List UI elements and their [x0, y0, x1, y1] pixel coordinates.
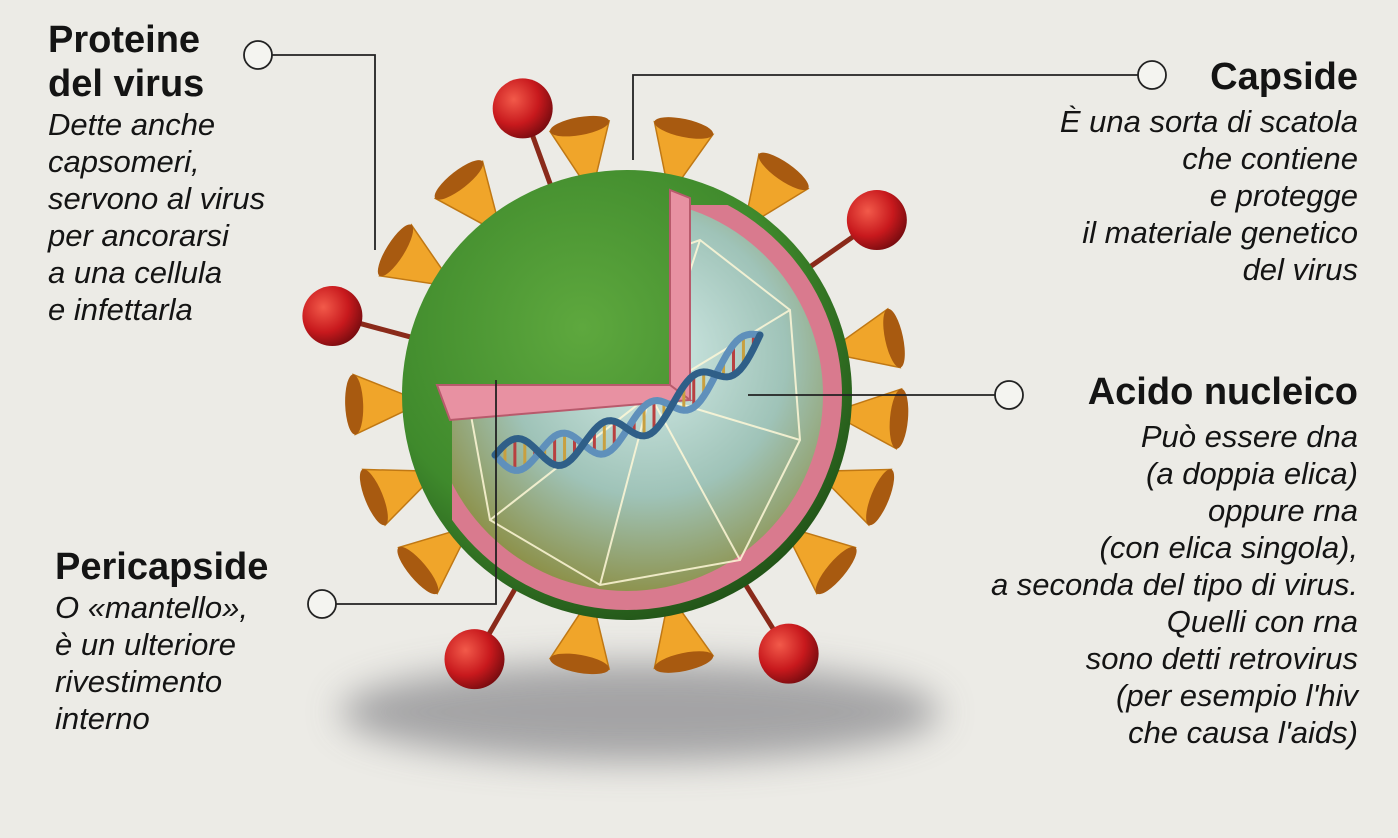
desc-line: servono al virus — [48, 180, 265, 217]
label-title-line: del virus — [48, 62, 265, 106]
desc-line: Quelli con rna — [991, 603, 1358, 640]
desc-line: Dette anche — [48, 106, 265, 143]
label-proteine: Proteine del virus Dette anche capsomeri… — [48, 18, 265, 328]
desc-line: è un ulteriore — [55, 626, 268, 663]
label-pericapside-title: Pericapside — [55, 545, 268, 589]
ball-spike-head — [493, 78, 553, 138]
desc-line: a seconda del tipo di virus. — [991, 566, 1358, 603]
label-capside-desc: È una sorta di scatola che contiene e pr… — [1060, 103, 1358, 288]
desc-line: del virus — [1060, 251, 1358, 288]
ball-spike-head — [445, 629, 505, 689]
desc-line: O «mantello», — [55, 589, 268, 626]
label-acido-title: Acido nucleico — [991, 370, 1358, 414]
desc-line: per ancorarsi — [48, 217, 265, 254]
ball-spike-head — [759, 624, 819, 684]
desc-line: che contiene — [1060, 140, 1358, 177]
desc-line: Può essere dna — [991, 418, 1358, 455]
desc-line: a una cellula — [48, 254, 265, 291]
label-pericapside: Pericapside O «mantello», è un ulteriore… — [55, 545, 268, 737]
leader-line-proteine — [272, 55, 375, 250]
label-title-line: Proteine — [48, 18, 265, 62]
desc-line: e infettarla — [48, 291, 265, 328]
desc-line: rivestimento — [55, 663, 268, 700]
desc-line: oppure rna — [991, 492, 1358, 529]
desc-line: È una sorta di scatola — [1060, 103, 1358, 140]
label-acido-desc: Può essere dna (a doppia elica) oppure r… — [991, 418, 1358, 751]
label-proteine-desc: Dette anche capsomeri, servono al virus … — [48, 106, 265, 328]
desc-line: il materiale genetico — [1060, 214, 1358, 251]
desc-line: interno — [55, 700, 268, 737]
desc-line: sono detti retrovirus — [991, 640, 1358, 677]
desc-line: capsomeri, — [48, 143, 265, 180]
ball-spike-head — [847, 190, 907, 250]
label-capside: Capside È una sorta di scatola che conti… — [1060, 55, 1358, 288]
marker-pericapside — [308, 590, 336, 618]
label-acido: Acido nucleico Può essere dna (a doppia … — [991, 370, 1358, 751]
cut-edge-vertical — [670, 190, 690, 400]
label-capside-title: Capside — [1060, 55, 1358, 99]
desc-line: (per esempio l'hiv — [991, 677, 1358, 714]
label-proteine-title: Proteine del virus — [48, 18, 265, 106]
label-pericapside-desc: O «mantello», è un ulteriore rivestiment… — [55, 589, 268, 737]
desc-line: (con elica singola), — [991, 529, 1358, 566]
ball-spike-head — [302, 286, 362, 346]
virus-shadow — [340, 662, 940, 762]
desc-line: (a doppia elica) — [991, 455, 1358, 492]
desc-line: che causa l'aids) — [991, 714, 1358, 751]
desc-line: e protegge — [1060, 177, 1358, 214]
